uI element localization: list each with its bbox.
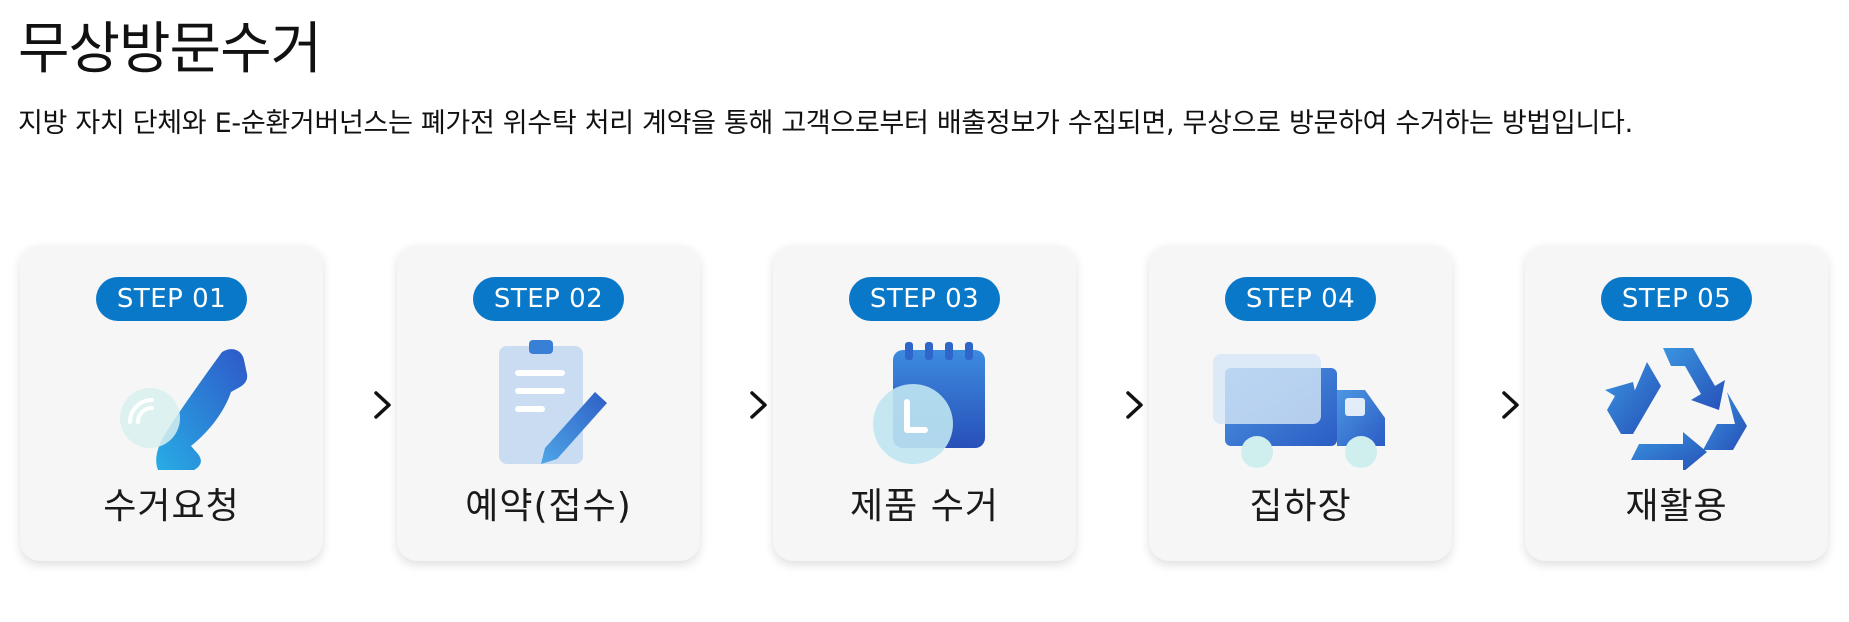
step-card-3: STEP 03 제품 수거 <box>773 245 1076 561</box>
step-badge: STEP 05 <box>1601 277 1752 321</box>
step-label: 재활용 <box>1625 486 1728 527</box>
page-title: 무상방문수거 <box>18 17 322 82</box>
chevron-right-icon <box>362 385 402 425</box>
chevron-right-icon <box>1114 385 1154 425</box>
step-card-4: STEP 04 집하장 <box>1149 245 1452 561</box>
step-badge: STEP 01 <box>96 277 247 321</box>
step-card-5: STEP 05 재활용 <box>1525 245 1828 561</box>
recycle-icon <box>1577 340 1777 470</box>
step-label: 제품 수거 <box>850 486 999 527</box>
step-card-1: STEP 01 수거요청 <box>20 245 323 561</box>
truck-icon <box>1201 340 1401 470</box>
step-badge: STEP 03 <box>849 277 1000 321</box>
chevron-right-icon <box>1490 385 1530 425</box>
calendar-clock-icon <box>825 340 1025 470</box>
step-badge: STEP 02 <box>473 277 624 321</box>
clipboard-icon <box>449 340 649 470</box>
chevron-right-icon <box>738 385 778 425</box>
step-label: 예약(접수) <box>465 486 632 527</box>
step-badge: STEP 04 <box>1225 277 1376 321</box>
process-steps: STEP 01 수거요청 STEP 02 <box>20 245 1830 561</box>
step-label: 집하장 <box>1249 486 1352 527</box>
page-description: 지방 자치 단체와 E-순환거버넌스는 폐가전 위수탁 처리 계약을 통해 고객… <box>18 108 1633 139</box>
step-card-2: STEP 02 예약(접수) <box>397 245 700 561</box>
step-label: 수거요청 <box>103 486 240 527</box>
phone-icon <box>72 340 272 470</box>
